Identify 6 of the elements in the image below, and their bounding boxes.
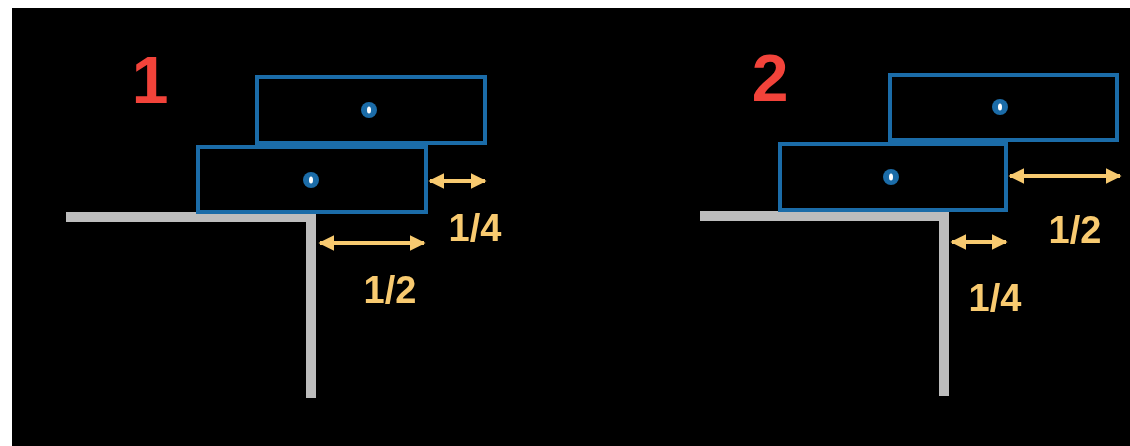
dimension-label: 1/2 bbox=[363, 271, 417, 309]
dimension-label: 1/2 bbox=[1048, 211, 1102, 249]
panel-number: 1 bbox=[131, 47, 169, 113]
dimension-label: 1/4 bbox=[448, 209, 502, 247]
dimension-label: 1/4 bbox=[968, 279, 1022, 317]
panel-number: 2 bbox=[751, 45, 789, 111]
